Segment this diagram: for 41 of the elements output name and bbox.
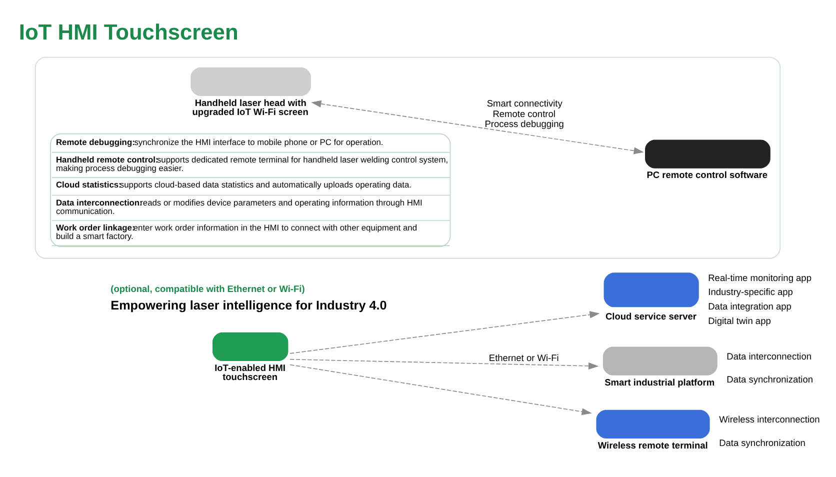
node-label: Industry-specific app [708, 286, 793, 297]
node-box [596, 409, 710, 438]
label: supports cloud-based data statistics and automatically uploads operating data. [120, 179, 412, 190]
node-box [212, 332, 288, 361]
label: (optional, compatible with Ethernet or Wi-Fi) [110, 283, 305, 294]
arrow [311, 100, 644, 154]
label: Empowering laser intelligence for Industry 4.0 [110, 298, 387, 312]
edge-label: Ethernet or Wi-Fi [488, 352, 559, 362]
node-box [602, 346, 718, 375]
node-label: Digital twin app [708, 315, 771, 326]
label: communication. [56, 205, 115, 216]
node-label: Data interconnection [726, 351, 812, 362]
node-box [604, 272, 699, 307]
arrow [290, 364, 592, 415]
node-label: Wireless interconnection [719, 414, 820, 424]
node-box [190, 66, 311, 96]
diagram-title: IoT HMI Touchscreen [18, 18, 238, 44]
label: synchronize the HMI interface to mobile phone or PC for operation. [134, 136, 384, 146]
edge-label: Smart connectivity Remote control Process debugging [484, 98, 564, 128]
node-label: PC remote control software [646, 170, 768, 180]
node-label: Real-time monitoring app [708, 272, 812, 282]
node-label: Handheld laser head with upgraded IoT Wi-Fi screen [192, 97, 308, 117]
label: Handheld remote control: [56, 154, 158, 164]
arrow [290, 310, 600, 354]
label: Work order linkage: [56, 222, 135, 232]
label: Data interconnection: [56, 196, 142, 207]
label: reads or modifies device parameters and operating information through HMI [140, 196, 422, 207]
label: enter work order information in the HMI to connect with other equipment and [133, 222, 418, 232]
arrow [290, 358, 599, 370]
node-label: Data synchronization [726, 374, 814, 384]
label: Remote debugging: [56, 136, 135, 146]
node-label: Cloud service server [605, 311, 696, 322]
node-label: Data synchronization [719, 437, 806, 448]
node-label: Data integration app [708, 301, 792, 312]
node-label: Smart industrial platform [604, 376, 715, 387]
node-box [645, 139, 770, 168]
label: supports dedicated remote terminal for handheld laser welding control system, [156, 154, 448, 164]
label: Cloud statistics: [56, 179, 122, 190]
node-label: IoT-enabled HMI touchscreen [214, 362, 286, 382]
node-label: Wireless remote terminal [598, 440, 708, 450]
cluster [34, 56, 780, 258]
